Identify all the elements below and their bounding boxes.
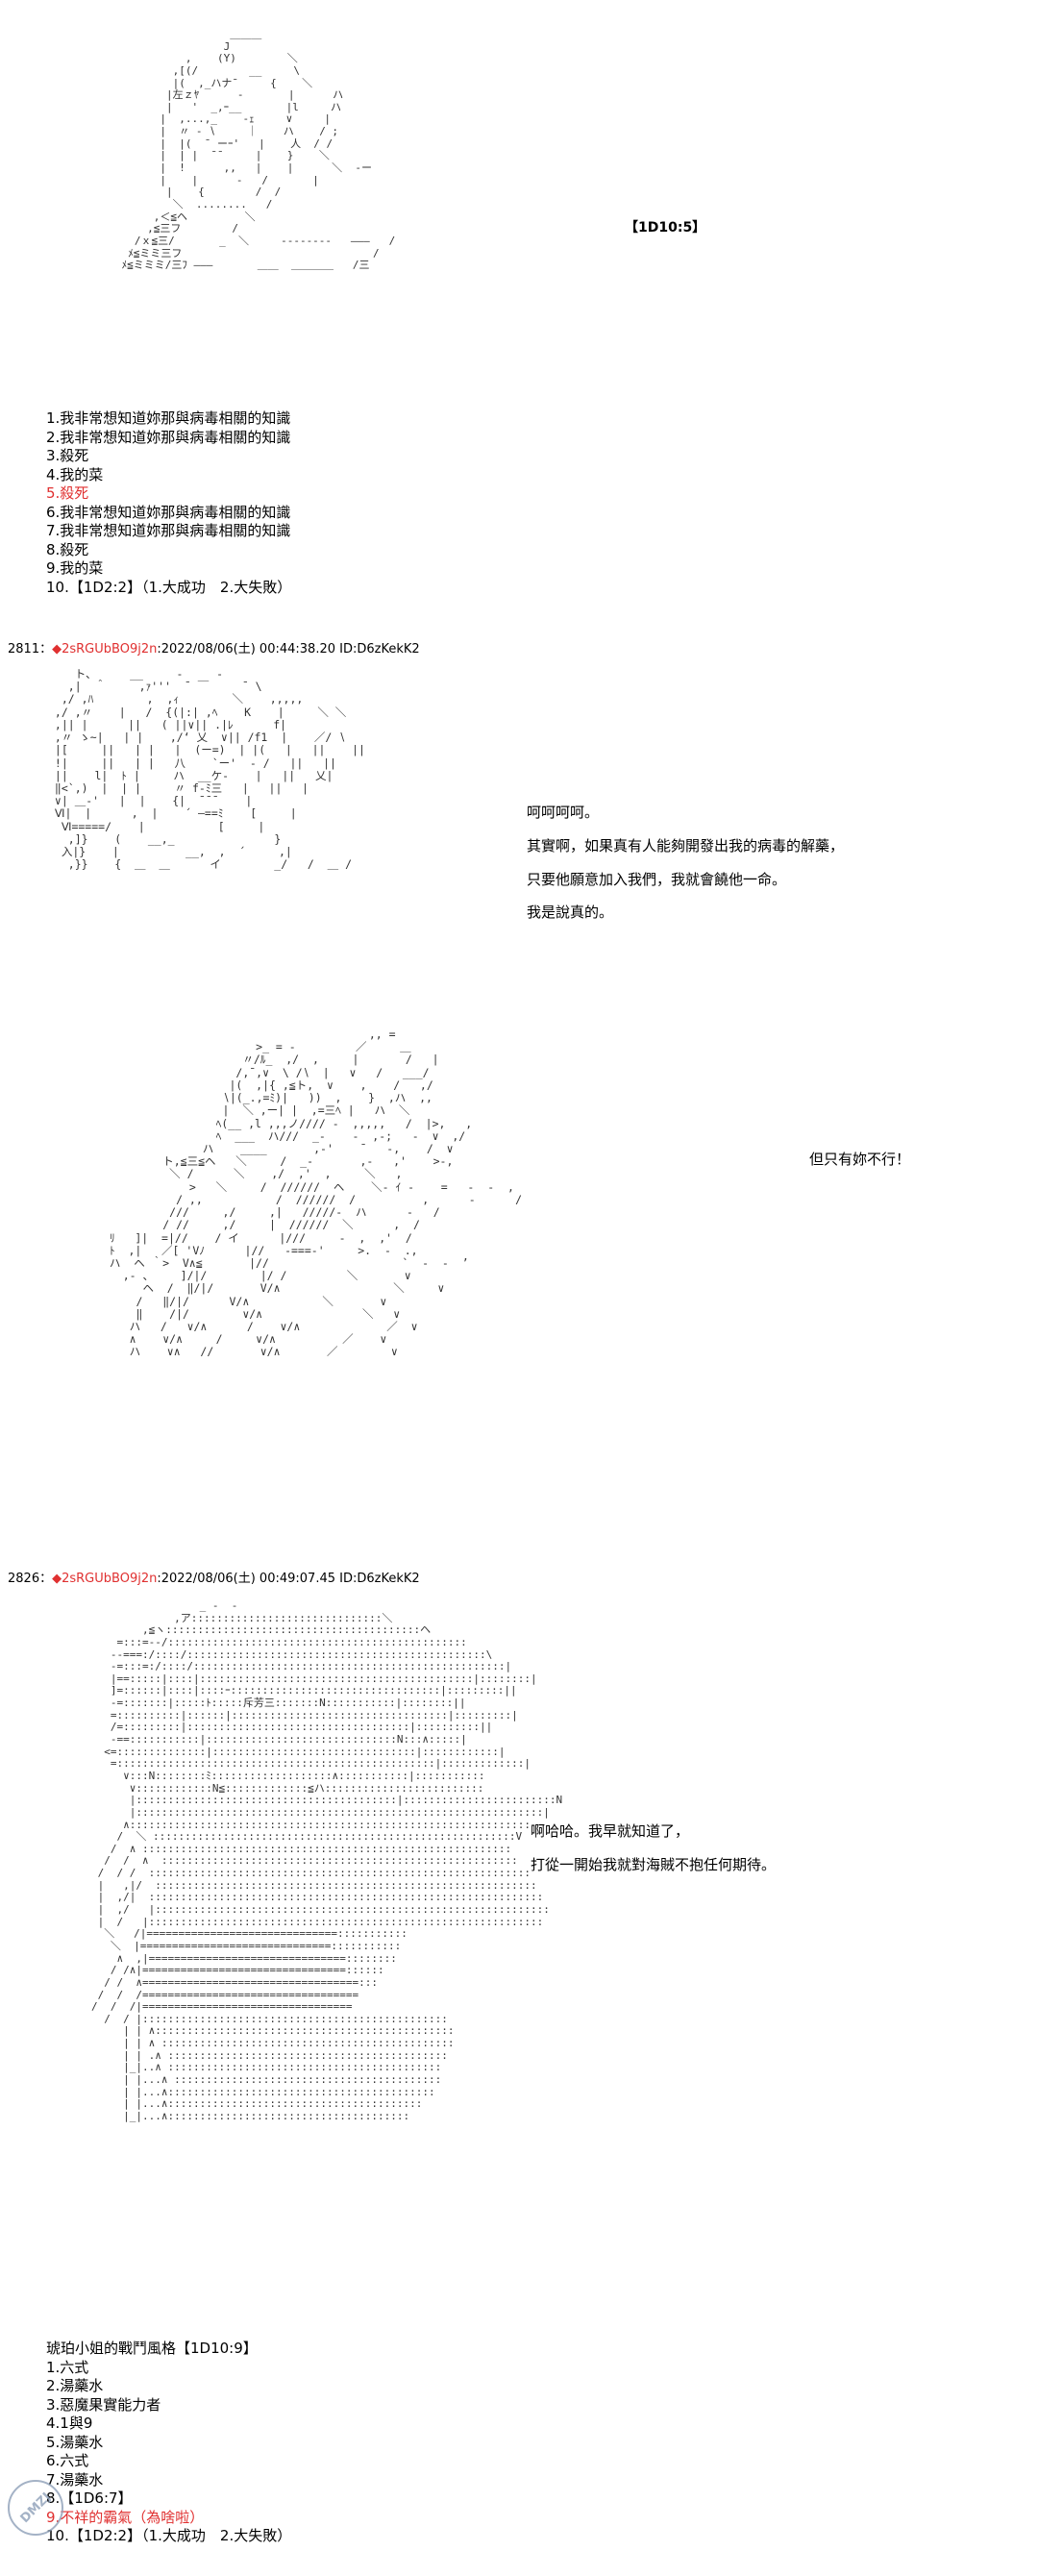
ascii-art-panel-3: ,, = >_ = - ／ ＿ 〃/ﾙ_ ,/ , | / | /,¯,∨ \ … — [109, 1028, 523, 1359]
dialog-line: 呵呵呵呵。 — [527, 804, 600, 821]
list-item: 10.【1D2:2】（1.大成功 2.大失敗） — [46, 2527, 292, 2544]
dialog-block-4: 啊哈哈。我早就知道了， 打從一開始我就對海賊不抱任何期待。 — [531, 1822, 776, 1890]
list-item: 2.湯藥水 — [46, 2377, 104, 2394]
list-item: 5.湯藥水 — [46, 2433, 104, 2451]
option-list-1: 1.我非常想知道妳那與病毒相關的知識 2.我非常想知道妳那與病毒相關的知識 3.… — [46, 409, 291, 597]
list-item: 4.我的菜 — [46, 465, 104, 483]
post-separator: ： — [39, 1572, 53, 1586]
dialog-line: 只要他願意加入我們，我就會饒他一命。 — [527, 870, 787, 888]
roll-result-tag: 【1D10:5】 — [625, 220, 706, 235]
list-item: 1.我非常想知道妳那與病毒相關的知識 — [46, 409, 291, 427]
list-item: 9.我的菜 — [46, 559, 104, 577]
list-item-selected: 5.殺死 — [46, 484, 89, 502]
list-item-selected: 9.不祥的霸氣（為啥啦） — [46, 2508, 205, 2526]
option-list-2: 琥珀小姐的戰鬥風格【1D10:9】 1.六式 2.湯藥水 3.惡魔果實能力者 4… — [46, 2340, 291, 2546]
list-item: 8.殺死 — [46, 540, 89, 558]
ascii-art-panel-1: ＿＿＿ J , (Y) ＼ ,[(/ __ \ |( ,_ハナ¯ { ＼ |左ｚ… — [121, 28, 396, 272]
poster-trip: ◆2sRGUbBO9j2n — [52, 1572, 158, 1586]
dialog-line: 但只有妳不行！ — [809, 1151, 911, 1168]
post-header: 2826：◆2sRGUbBO9j2n:2022/08/06(土) 00:49:0… — [8, 1568, 420, 1586]
post-datetime: :2022/08/06(土) 00:44:38.20 ID:D6zKekK2 — [157, 642, 420, 656]
ascii-art-panel-4: _ ‐ ‐ ,ア::::::::::::::::::::::::::::::＼ … — [91, 1599, 563, 2122]
list-item: 7.我非常想知道妳那與病毒相關的知識 — [46, 522, 291, 539]
dialog-line: 其實啊，如果真有人能夠開發出我的病毒的解藥， — [527, 836, 845, 855]
list-item: 8.【1D6:7】 — [46, 2489, 133, 2507]
list-item: 4.1與9 — [46, 2415, 93, 2432]
list-item: 1.六式 — [46, 2358, 89, 2376]
post-header: 2811：◆2sRGUbBO9j2n:2022/08/06(土) 00:44:3… — [8, 638, 420, 656]
post-number[interactable]: 2826 — [8, 1572, 40, 1586]
list-item: 7.湯藥水 — [46, 2470, 104, 2489]
poster-trip: ◆2sRGUbBO9j2n — [52, 642, 158, 656]
list-item: 3.惡魔果實能力者 — [46, 2395, 161, 2414]
list-item: 6.我非常想知道妳那與病毒相關的知識 — [46, 503, 291, 521]
post-datetime: :2022/08/06(土) 00:49:07.45 ID:D6zKekK2 — [157, 1572, 420, 1586]
dialog-block-3: 但只有妳不行！ — [809, 1151, 910, 1184]
list-item: 2.我非常想知道妳那與病毒相關的知識 — [46, 428, 291, 446]
list-item: 10.【1D2:2】（1.大成功 2.大失敗） — [46, 578, 292, 596]
dialog-block-2: 呵呵呵呵。 其實啊，如果真有人能夠開發出我的病毒的解藥， 只要他願意加入我們，我… — [527, 804, 844, 937]
list-item: 3.殺死 — [46, 447, 89, 464]
list-title: 琥珀小姐的戰鬥風格【1D10:9】 — [46, 2340, 258, 2357]
dialog-line: 我是說真的。 — [527, 904, 614, 922]
post-separator: ： — [39, 642, 53, 656]
ascii-art-panel-2: ト、 __ ‐ ‐ ,| ＾ ,ｧ''' ¯ ￣ ¯ \ ,/ ,ﾊ , ,ｨ … — [54, 667, 365, 872]
dialog-line: 打從一開始我就對海賊不抱任何期待。 — [531, 1855, 777, 1873]
list-item: 6.六式 — [46, 2452, 89, 2469]
post-number[interactable]: 2811 — [8, 642, 40, 656]
dialog-line: 啊哈哈。我早就知道了， — [531, 1822, 690, 1840]
